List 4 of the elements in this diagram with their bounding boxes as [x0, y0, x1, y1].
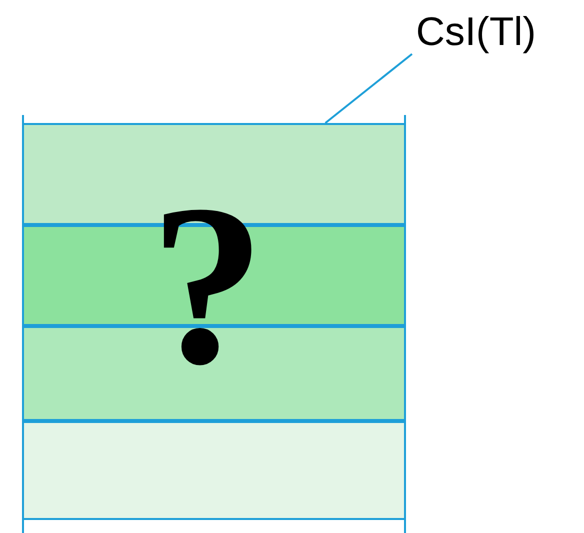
leader-line: [324, 53, 413, 124]
material-label: CsI(Tl): [416, 8, 536, 56]
question-mark: ?: [150, 160, 265, 410]
layer-band: [22, 421, 406, 520]
